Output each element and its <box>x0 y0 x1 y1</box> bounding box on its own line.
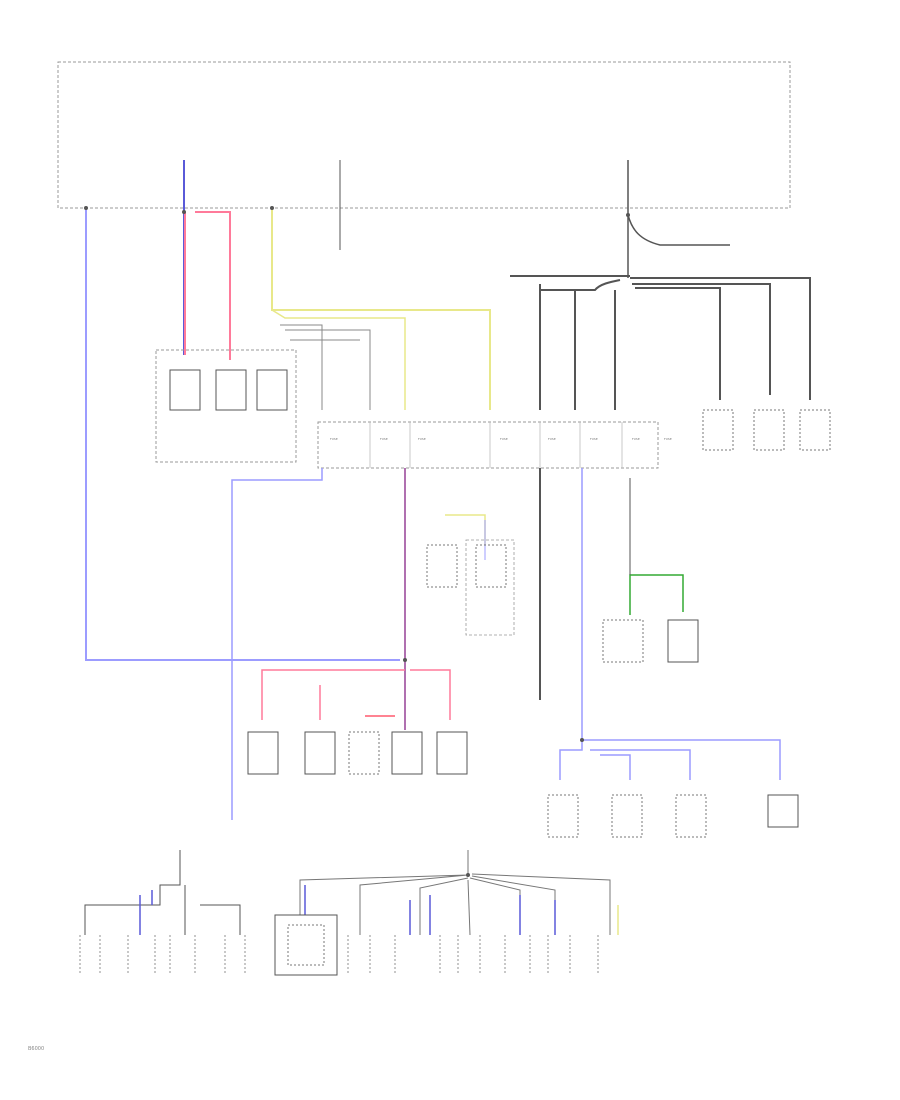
comp-rl-2 <box>667 619 699 663</box>
comp-rl-6 <box>767 794 799 828</box>
yellow-small <box>445 514 486 545</box>
bottom-left-bus <box>84 850 241 935</box>
fuse-label: FUSE <box>330 437 338 441</box>
comp-low-2 <box>304 731 336 775</box>
relay-r2 <box>753 409 785 451</box>
fuse-label: FUSE <box>500 437 508 441</box>
gray-branch-2 <box>285 329 371 410</box>
comp-rl-1 <box>602 619 644 663</box>
bottom-center-bus <box>299 850 611 936</box>
relay-box-left <box>155 349 297 463</box>
fuse-label: FUSE <box>380 437 388 441</box>
blue-bus-right-2 <box>590 749 691 780</box>
comp-rl-4 <box>611 794 643 838</box>
relay-r1 <box>702 409 734 451</box>
yellow-wire <box>271 208 491 410</box>
comp-low-4 <box>391 731 423 775</box>
blue-wire-center <box>559 468 583 780</box>
relay-3 <box>256 369 288 411</box>
comp-bot-big <box>274 914 338 976</box>
yellow-wire-2 <box>271 309 406 410</box>
gray-right-3 <box>635 287 721 400</box>
splice-points <box>84 206 630 877</box>
gray-right-1 <box>630 277 811 400</box>
fuse-label: FUSE <box>664 437 672 441</box>
comp-mid-1 <box>426 544 458 588</box>
green-wire <box>629 574 684 615</box>
fuse-label: FUSE <box>418 437 426 441</box>
fuse-label: FUSE <box>590 437 598 441</box>
comp-rl-5 <box>675 794 707 838</box>
fuse-label: FUSE <box>632 437 640 441</box>
fuse-dividers <box>369 422 623 468</box>
relay-2 <box>215 369 247 411</box>
right-trunk <box>627 160 730 246</box>
comp-low-5 <box>436 731 468 775</box>
fuse-block <box>317 421 659 469</box>
bottom-center-blue <box>304 885 556 935</box>
bottom-left-blue <box>139 890 153 935</box>
blue-bus-right <box>582 739 781 780</box>
red-dist-bus <box>261 669 451 720</box>
blue-wire-fuse-left <box>231 468 323 820</box>
comp-bot-big-inner <box>287 924 325 966</box>
comp-mid-2 <box>475 544 507 588</box>
gray-bus <box>510 275 630 410</box>
comp-low-3 <box>348 731 380 775</box>
main-fuse-box-outline <box>57 61 791 209</box>
bottom-row-components <box>79 935 599 975</box>
fuse-labels: FUSE FUSE FUSE FUSE FUSE FUSE FUSE FUSE <box>330 437 672 441</box>
gray-right-2 <box>632 283 771 395</box>
relay-r3 <box>799 409 831 451</box>
relay-1 <box>169 369 201 411</box>
comp-rl-3 <box>547 794 579 838</box>
ground-wire-left <box>85 208 400 661</box>
comp-mid-dash <box>465 539 515 636</box>
corner-code: B6000 <box>28 1046 45 1052</box>
red-wire-2 <box>195 211 231 360</box>
blue-bus-right-3 <box>600 754 631 780</box>
comp-low-1 <box>247 731 279 775</box>
fuse-label: FUSE <box>548 437 556 441</box>
gray-branch-1 <box>280 324 323 410</box>
